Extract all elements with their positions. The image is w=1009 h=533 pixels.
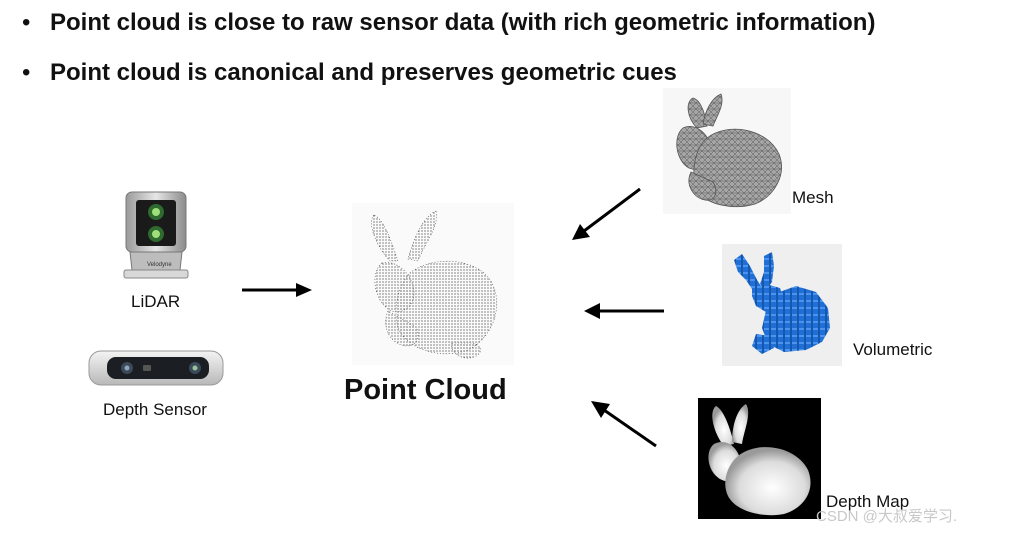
bullet-item-canonical: • Point cloud is canonical and preserves … [22, 58, 875, 88]
volumetric-label: Volumetric [853, 340, 933, 359]
bullet-text: Point cloud is canonical and preserves g… [50, 59, 677, 86]
arrow-mesh-to-pointcloud [568, 185, 644, 243]
depth-map-bunny [698, 398, 821, 519]
sensor-brand-text: Velodyne [147, 262, 172, 268]
csdn-watermark: CSDN @大叔爱学习. [816, 508, 958, 525]
voxel-bunny [722, 244, 842, 366]
lidar-label: LiDAR [131, 292, 181, 311]
mesh-bunny [663, 88, 791, 214]
lidar-sensor-icon [122, 190, 190, 282]
mesh-label: Mesh [792, 188, 834, 207]
bullet-marker: • [22, 9, 31, 36]
point-cloud-bunny [352, 203, 514, 365]
depth-camera-icon [87, 347, 225, 389]
depth-sensor-label: Depth Sensor [103, 400, 207, 419]
bullet-item-raw-sensor: • Point cloud is close to raw sensor data… [22, 8, 875, 38]
bullet-text: Point cloud is close to raw sensor data … [50, 9, 876, 36]
bullet-list: • Point cloud is close to raw sensor data… [22, 8, 875, 108]
bullet-marker: • [22, 59, 31, 86]
arrow-depthmap-to-pointcloud [588, 398, 660, 450]
point-cloud-title: Point Cloud [344, 374, 507, 406]
arrow-sensors-to-pointcloud [240, 280, 314, 300]
arrow-volumetric-to-pointcloud [582, 300, 666, 322]
depth-map-label: Depth Map [826, 492, 910, 511]
